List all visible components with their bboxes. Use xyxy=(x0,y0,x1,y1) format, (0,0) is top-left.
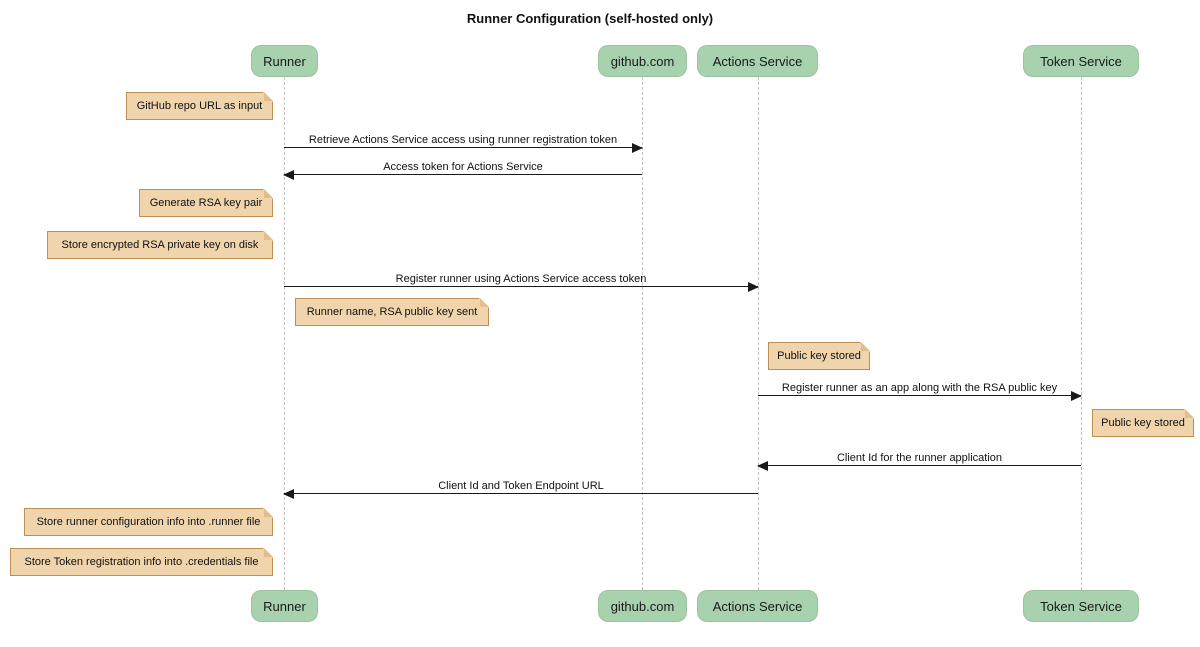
message-register-runner: Register runner using Actions Service ac… xyxy=(284,267,759,292)
note-store-runner-file: Store runner configuration info into .ru… xyxy=(24,508,273,536)
participant-bottom-actions-service: Actions Service xyxy=(697,590,818,622)
message-line xyxy=(284,286,758,287)
participant-top-actions-service: Actions Service xyxy=(697,45,818,77)
message-access-token-returned: Access token for Actions Service xyxy=(283,155,642,180)
message-register-app: Register runner as an app along with the… xyxy=(758,376,1082,401)
arrowhead-left-icon xyxy=(757,461,768,471)
participant-bottom-token-service: Token Service xyxy=(1023,590,1139,622)
participant-top-token-service: Token Service xyxy=(1023,45,1139,77)
note-store-private-key: Store encrypted RSA private key on disk xyxy=(47,231,273,259)
note-store-credentials-file: Store Token registration info into .cred… xyxy=(10,548,273,576)
message-client-id-returned: Client Id for the runner application xyxy=(757,446,1081,471)
message-label: Register runner as an app along with the… xyxy=(781,382,1058,394)
participant-top-github: github.com xyxy=(598,45,687,77)
message-line xyxy=(758,395,1081,396)
diagram-title: Runner Configuration (self-hosted only) xyxy=(466,11,714,26)
lifeline-token-service xyxy=(1081,77,1082,590)
participant-bottom-runner: Runner xyxy=(251,590,318,622)
message-line xyxy=(758,465,1081,466)
arrowhead-left-icon xyxy=(283,170,294,180)
message-retrieve-actions-access: Retrieve Actions Service access using ru… xyxy=(284,128,643,153)
participant-bottom-github: github.com xyxy=(598,590,687,622)
note-runner-name-sent: Runner name, RSA public key sent xyxy=(295,298,489,326)
lifeline-github xyxy=(642,77,643,590)
note-generate-rsa-key: Generate RSA key pair xyxy=(139,189,273,217)
message-label: Client Id for the runner application xyxy=(836,452,1003,464)
arrowhead-right-icon xyxy=(748,282,759,292)
arrowhead-right-icon xyxy=(632,143,643,153)
arrowhead-left-icon xyxy=(283,489,294,499)
lifeline-runner xyxy=(284,77,285,590)
message-line xyxy=(284,493,758,494)
message-line xyxy=(284,174,642,175)
message-label: Retrieve Actions Service access using ru… xyxy=(308,134,618,146)
message-client-id-endpoint: Client Id and Token Endpoint URL xyxy=(283,474,758,499)
note-github-repo-url: GitHub repo URL as input xyxy=(126,92,273,120)
note-public-key-stored-token: Public key stored xyxy=(1092,409,1194,437)
message-line xyxy=(284,147,642,148)
arrowhead-right-icon xyxy=(1071,391,1082,401)
message-label: Client Id and Token Endpoint URL xyxy=(438,480,604,492)
participant-top-runner: Runner xyxy=(251,45,318,77)
note-public-key-stored-actions: Public key stored xyxy=(768,342,870,370)
lifeline-actions-service xyxy=(758,77,759,590)
message-label: Register runner using Actions Service ac… xyxy=(395,273,647,285)
message-label: Access token for Actions Service xyxy=(383,161,543,173)
